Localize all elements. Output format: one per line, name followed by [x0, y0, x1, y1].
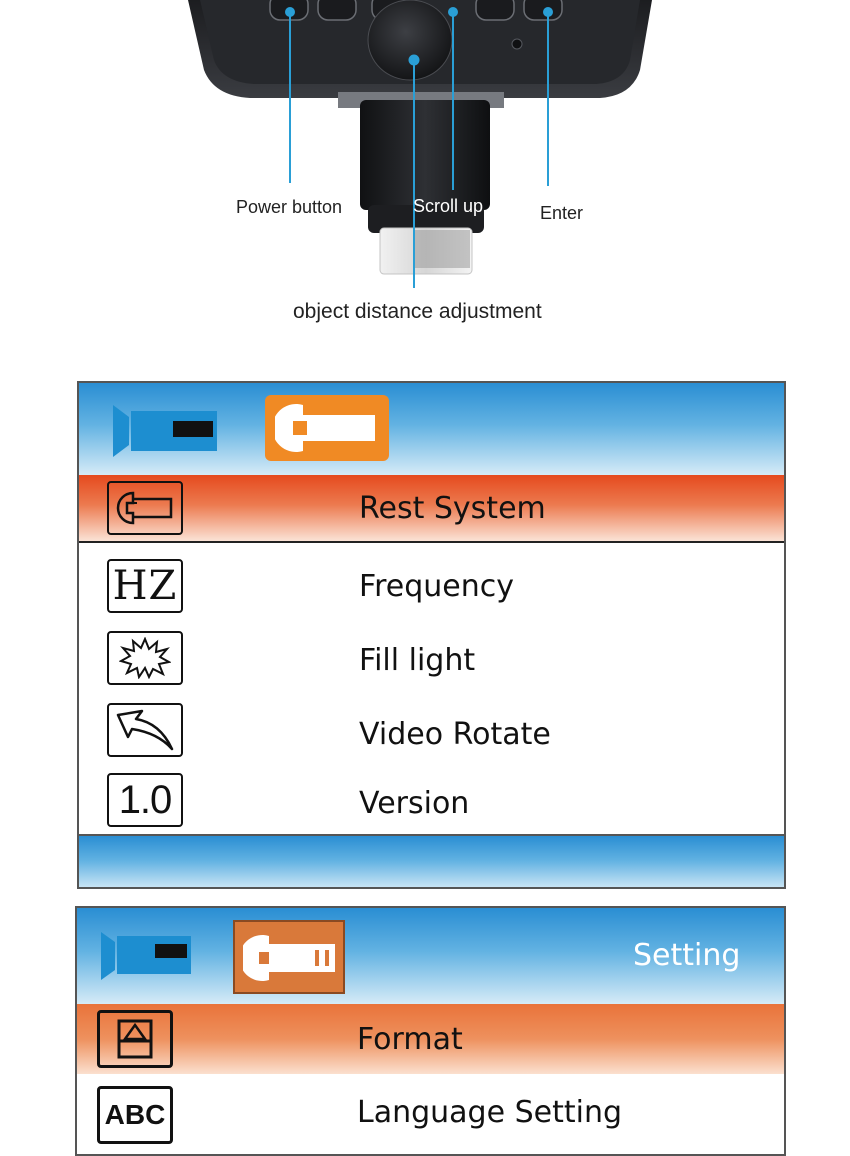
device-hole: [511, 38, 523, 50]
menu-item-label: Format: [357, 1021, 463, 1057]
menu-header-bar: [79, 383, 784, 475]
scroll-down-button[interactable]: [475, 0, 515, 21]
enter-button[interactable]: [523, 0, 563, 21]
rotate-arrow-icon: [107, 703, 183, 757]
system-menu-panel: Rest System HZ Frequency Fill light Vide…: [77, 381, 786, 889]
menu-item-frequency[interactable]: HZ Frequency: [79, 549, 784, 623]
menu-footer-bar: [79, 836, 784, 887]
hz-icon: HZ: [107, 559, 183, 613]
menu-item-version[interactable]: 1.0 Version: [79, 771, 784, 835]
menu-header-bar: Setting: [77, 908, 784, 1004]
wrench-icon: [243, 935, 335, 981]
lens-tube: [360, 100, 490, 210]
menu-item-label: Rest System: [359, 490, 546, 526]
enter-callout: Enter: [540, 203, 584, 223]
object-distance-callout: object distance adjustment: [293, 300, 542, 323]
power-button-callout: Power button: [236, 197, 343, 217]
wrench-icon: [107, 481, 183, 535]
menu-title: Setting: [633, 938, 741, 973]
abc-icon: ABC: [97, 1086, 173, 1144]
mode-button[interactable]: [317, 0, 357, 21]
menu-item-label: Version: [359, 785, 470, 821]
menu-item-label: Frequency: [359, 568, 514, 604]
wrench-icon: [275, 404, 375, 452]
menu-item-language-setting[interactable]: ABC Language Setting: [77, 1074, 784, 1154]
microscope-base-image: [188, 0, 652, 288]
menu-item-format[interactable]: Format: [77, 1004, 784, 1074]
setting-menu-panel: Setting Format ABC Language Setting: [75, 906, 786, 1156]
menu-item-fill-light[interactable]: Fill light: [79, 623, 784, 697]
menu-item-video-rotate[interactable]: Video Rotate: [79, 697, 784, 771]
scroll-up-callout: Scroll up: [413, 196, 484, 216]
menu-item-rest-system[interactable]: Rest System: [79, 475, 784, 541]
menu-item-label: Language Setting: [357, 1094, 623, 1130]
starburst-icon: [107, 631, 183, 685]
version-icon: 1.0: [107, 773, 183, 827]
wrench-tab[interactable]: [233, 920, 345, 994]
focus-knob[interactable]: [367, 0, 453, 81]
video-camera-icon[interactable]: [99, 930, 193, 982]
menu-item-label: Fill light: [359, 642, 476, 678]
device-illustration: Power button Scroll up Enter object dist…: [0, 0, 850, 340]
video-camera-icon[interactable]: [111, 403, 221, 459]
wrench-tab[interactable]: [265, 395, 389, 461]
menu-item-label: Video Rotate: [359, 716, 551, 752]
format-icon: [97, 1010, 173, 1068]
